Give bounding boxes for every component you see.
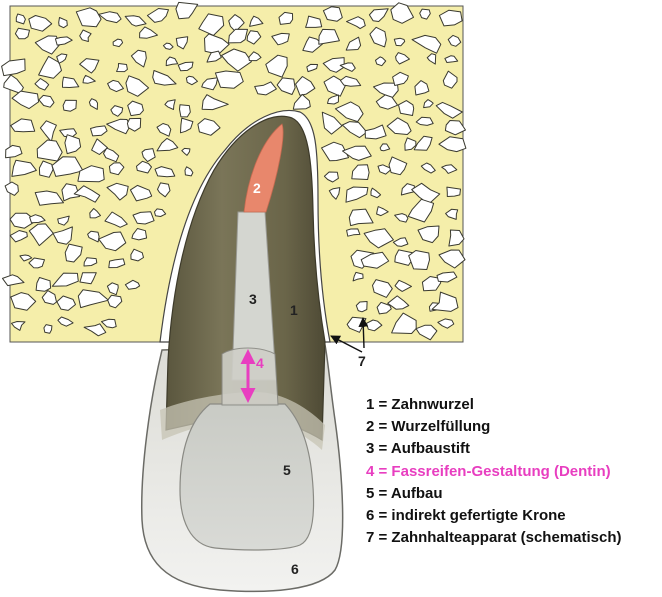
label-7: 7 bbox=[358, 353, 366, 369]
bone-marrow-space bbox=[15, 28, 29, 38]
bone-marrow-space bbox=[63, 100, 76, 111]
label-6: 6 bbox=[291, 561, 299, 577]
legend-item-1: 1 = Zahnwurzel bbox=[366, 394, 622, 416]
legend: 1 = Zahnwurzel 2 = Wurzelfüllung 3 = Auf… bbox=[366, 394, 622, 549]
label-2: 2 bbox=[253, 180, 261, 196]
bone-marrow-space bbox=[44, 325, 52, 334]
bone-marrow-space bbox=[133, 212, 154, 224]
legend-item-2: 2 = Wurzelfüllung bbox=[366, 416, 622, 438]
bone-marrow-space bbox=[180, 105, 191, 117]
label-3: 3 bbox=[249, 291, 257, 307]
legend-item-7: 7 = Zahnhalteapparat (schematisch) bbox=[366, 527, 622, 549]
bone-marrow-space bbox=[447, 187, 461, 196]
legend-item-6: 6 = indirekt gefertigte Krone bbox=[366, 505, 622, 527]
label-4: 4 bbox=[256, 355, 264, 371]
label-1: 1 bbox=[290, 302, 298, 318]
legend-item-5: 5 = Aufbau bbox=[366, 483, 622, 505]
ferrule-dentin bbox=[222, 348, 278, 405]
label-5: 5 bbox=[283, 462, 291, 478]
build-up-core bbox=[180, 404, 314, 550]
legend-item-4: 4 = Fassreifen-Gestaltung (Dentin) bbox=[366, 461, 622, 483]
legend-item-3: 3 = Aufbaustift bbox=[366, 438, 622, 460]
label-7-arrow-right bbox=[363, 318, 364, 348]
bone-marrow-space bbox=[117, 64, 128, 72]
